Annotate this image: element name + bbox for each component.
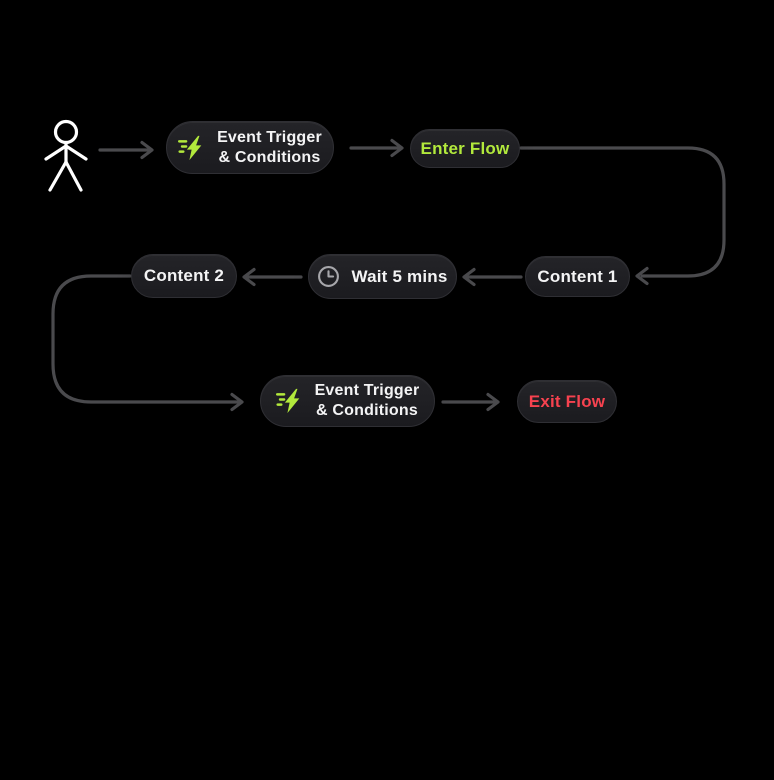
- node-label: Exit Flow: [528, 391, 606, 411]
- node-enter-flow[interactable]: Enter Flow: [410, 129, 520, 168]
- node-exit-flow[interactable]: Exit Flow: [517, 380, 617, 423]
- node-label: Enter Flow: [420, 138, 510, 158]
- node-label-line1: Event Trigger: [314, 382, 420, 399]
- node-event-trigger-2[interactable]: Event Trigger & Conditions: [260, 375, 435, 427]
- connector-content-2-to-event-trigger-2: [51, 274, 244, 412]
- node-content-2[interactable]: Content 2: [131, 254, 237, 298]
- lightning-bolt-icon: [178, 135, 206, 161]
- arrow-content-1-to-wait: [462, 267, 523, 287]
- node-label-line2: & Conditions: [316, 402, 418, 419]
- node-label: Event Trigger & Conditions: [315, 381, 420, 421]
- node-label: Content 2: [143, 266, 225, 285]
- arrow-event-trigger-1-to-enter-flow: [349, 138, 404, 158]
- node-content-1[interactable]: Content 1: [525, 256, 630, 297]
- node-event-trigger-1[interactable]: Event Trigger & Conditions: [166, 121, 334, 174]
- arrow-event-trigger-2-to-exit-flow: [441, 392, 500, 412]
- node-wait-5-mins[interactable]: Wait 5 mins: [308, 254, 457, 299]
- node-label-line2: & Conditions: [218, 148, 321, 166]
- stick-figure-person-icon: [44, 119, 88, 192]
- node-label: Wait 5 mins: [351, 266, 448, 286]
- connector-enter-flow-to-content-1: [519, 146, 726, 286]
- lightning-bolt-icon: [275, 388, 304, 414]
- clock-icon: [317, 265, 340, 288]
- arrow-wait-to-content-2: [242, 267, 303, 287]
- node-label: Event Trigger & Conditions: [217, 128, 322, 168]
- node-label-line1: Event Trigger: [217, 128, 322, 146]
- arrow-actor-to-event-trigger-1: [98, 140, 154, 160]
- node-label: Content 1: [537, 266, 618, 286]
